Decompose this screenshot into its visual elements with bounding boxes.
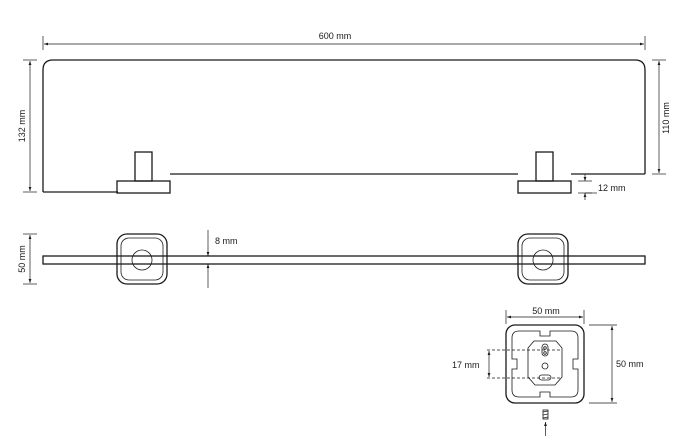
right-mount-top — [517, 233, 569, 285]
width-label: 600 mm — [319, 31, 352, 41]
glass-height-dimension: 110 mm — [652, 59, 672, 175]
total-height-dimension: 132 mm — [16, 59, 37, 193]
hole-spacing-dimension: 17 mm — [451, 351, 491, 377]
total-height-label: 132 mm — [17, 110, 27, 143]
bottom-slot — [538, 374, 552, 381]
bracket-side-height-label: 50 mm — [616, 359, 644, 369]
glass-panel-front — [42, 59, 646, 192]
glass-height-label: 110 mm — [661, 102, 671, 134]
glass-panel-top — [42, 255, 646, 265]
bracket-side-height-dimension: 50 mm — [589, 324, 650, 404]
front-view: 600 mm 132 mm 110 mm 12 mm — [16, 30, 672, 200]
glass-thickness-label: 8 mm — [215, 236, 238, 246]
bracket-detail-view: 17 mm 50 mm 50 mm — [451, 305, 650, 436]
hole-spacing-label: 17 mm — [452, 360, 480, 370]
screw-hole — [541, 362, 549, 370]
depth-label: 50 mm — [17, 245, 27, 273]
bracket-height-dimension: 12 mm — [578, 174, 626, 200]
bracket-height-label: 12 mm — [598, 183, 626, 193]
bracket-inner — [511, 330, 579, 398]
bracket-width-dimension: 50 mm — [505, 305, 585, 324]
right-bracket-front — [517, 151, 572, 194]
depth-dimension: 50 mm — [17, 233, 37, 285]
bracket-width-label: 50 mm — [532, 306, 560, 316]
keyhole-plate — [527, 340, 563, 386]
screw-icon — [542, 409, 549, 420]
left-bracket-front — [116, 151, 171, 194]
width-dimension: 600 mm — [42, 30, 646, 50]
glass-thickness-dimension: 8 mm — [206, 230, 238, 288]
top-view: 50 mm 8 mm — [17, 230, 646, 288]
left-mount-top — [116, 233, 168, 285]
bracket-outer — [505, 324, 585, 404]
